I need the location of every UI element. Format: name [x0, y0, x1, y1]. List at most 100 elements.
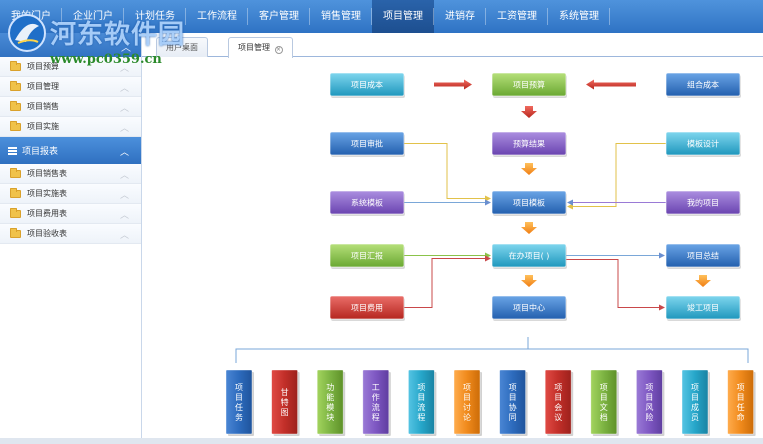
chevron-up-icon[interactable]: ︿ — [119, 148, 129, 158]
nav-item-plan-tasks[interactable]: 计划任务 — [124, 0, 186, 33]
module-bracket — [235, 337, 749, 363]
flow-node-label: 组合成本 — [687, 80, 719, 90]
flow-node-label: 项目审批 — [351, 139, 383, 149]
module-bar-6[interactable]: 项目协同 — [499, 369, 528, 436]
arrow-budget-down — [521, 106, 537, 118]
nav-item-sales[interactable]: 销售管理 — [310, 0, 372, 33]
folder-icon — [10, 187, 21, 198]
module-bar-label: 项目成员 — [691, 383, 699, 422]
flow-node-approval[interactable]: 项目审批 — [329, 131, 405, 157]
module-bar-8[interactable]: 项目文档 — [590, 369, 619, 436]
flow-node-budget[interactable]: 项目预算 — [491, 72, 567, 98]
module-bar-label: 项目任务 — [235, 383, 243, 422]
flow-node-template-design[interactable]: 模板设计 — [665, 131, 741, 157]
flow-node-label: 在办项目( ) — [509, 251, 550, 261]
sidebar-item-expense-report[interactable]: 项目费用表 ︿ — [0, 204, 141, 224]
caret-up-icon: ︿ — [119, 84, 129, 94]
sidebar-item-sales-report[interactable]: 项目销售表 ︿ — [0, 164, 141, 184]
nav-item-customer[interactable]: 客户管理 — [248, 0, 310, 33]
flow-node-project-template[interactable]: 项目模板 — [491, 190, 567, 216]
sidebar-item-label: 项目预算 — [27, 62, 59, 71]
flow-node-summary[interactable]: 项目总结 — [665, 243, 741, 269]
nav-item-project[interactable]: 项目管理 — [372, 0, 434, 33]
tab-label: 项目管理 — [238, 43, 270, 52]
flow-node-label: 项目汇报 — [351, 251, 383, 261]
nav-item-inventory[interactable]: 进销存 — [434, 0, 486, 33]
flow-node-in-progress[interactable]: 在办项目( ) — [491, 243, 567, 269]
nav-item-my-portal[interactable]: 我的门户 — [0, 0, 62, 33]
nav-item-payroll[interactable]: 工资管理 — [486, 0, 548, 33]
list-icon — [8, 146, 17, 155]
module-bar-5[interactable]: 项目讨论 — [453, 369, 482, 436]
module-bar-label: 项目会议 — [554, 383, 562, 422]
flow-node-cost[interactable]: 项目成本 — [329, 72, 405, 98]
module-bar-label: 项目讨论 — [463, 383, 471, 422]
folder-icon — [10, 167, 21, 178]
module-bar-0[interactable]: 项目任务 — [225, 369, 254, 436]
module-bar-4[interactable]: 项目流程 — [407, 369, 437, 436]
sidebar-item-label: 项目费用表 — [27, 209, 67, 218]
flow-connectors — [235, 143, 749, 363]
arrow-template-down — [521, 222, 537, 234]
module-bar-label: 项目任命 — [737, 383, 745, 422]
module-bar-9[interactable]: 项目风险 — [635, 369, 665, 436]
module-bar-label: 项目风险 — [645, 383, 653, 422]
sidebar-item-implementation-report[interactable]: 项目实施表 ︿ — [0, 184, 141, 204]
connector-template-design — [567, 143, 666, 210]
flow-node-label: 模板设计 — [687, 139, 719, 149]
arrow-summary-down — [695, 275, 711, 287]
module-bar-label: 项目流程 — [417, 383, 425, 422]
sidebar-item-label: 项目管理 — [27, 82, 59, 91]
sidebar-item-implementation[interactable]: 项目实施 ︿ — [0, 117, 141, 137]
sidebar-section-reports[interactable]: 项目报表 ︿ — [0, 137, 141, 164]
nav-item-workflow[interactable]: 工作流程 — [186, 0, 248, 33]
caret-up-icon: ︿ — [119, 211, 129, 221]
tab-project-management[interactable]: 项目管理 × — [228, 37, 293, 58]
sidebar-item-budget[interactable]: 项目预算 ︿ — [0, 57, 141, 77]
tab-label: 用户桌面 — [166, 43, 198, 52]
flow-node-budget-result[interactable]: 预算结果 — [491, 131, 567, 157]
tab-user-desktop[interactable]: 用户桌面 — [156, 37, 208, 57]
flow-arrows — [434, 79, 711, 287]
sidebar-item-acceptance-report[interactable]: 项目验收表 ︿ — [0, 224, 141, 244]
module-bar-10[interactable]: 项目成员 — [681, 369, 710, 436]
caret-up-icon: ︿ — [119, 104, 129, 114]
sidebar-item-management[interactable]: 项目管理 ︿ — [0, 77, 141, 97]
flow-node-report[interactable]: 项目汇报 — [329, 243, 405, 269]
module-bar-3[interactable]: 工作流程 — [362, 369, 391, 436]
module-bar-label: 项目文档 — [600, 383, 608, 422]
folder-icon — [10, 120, 21, 131]
sidebar-item-sales[interactable]: 项目销售 ︿ — [0, 97, 141, 117]
flow-node-completed[interactable]: 竣工项目 — [665, 295, 741, 321]
flow-node-label: 预算结果 — [513, 139, 545, 149]
top-nav: 我的门户 企业门户 计划任务 工作流程 客户管理 销售管理 项目管理 进销存 工… — [0, 0, 763, 33]
flow-node-label: 项目预算 — [513, 80, 545, 90]
module-bar-label: 甘特图 — [281, 387, 289, 417]
flow-node-contract-cost[interactable]: 组合成本 — [665, 72, 741, 98]
flow-node-expense[interactable]: 项目费用 — [329, 295, 405, 321]
content-area: 项目成本 项目预算 组合成本项目审批 预算结果 模板设计系统模板 项目模板 我的项目项目汇报… — [142, 57, 763, 444]
sidebar-item-label: 项目实施 — [27, 122, 59, 131]
sidebar-section-label: 项目报表 — [22, 147, 59, 157]
sidebar-item-label: 项目验收表 — [27, 229, 67, 238]
module-bar-11[interactable]: 项目任命 — [727, 369, 756, 436]
flow-node-my-project[interactable]: 我的项目 — [665, 190, 741, 216]
sidebar-item-label: 项目销售表 — [27, 169, 67, 178]
module-bar-1[interactable]: 甘特图 — [271, 369, 300, 436]
nav-item-system[interactable]: 系统管理 — [548, 0, 610, 33]
sidebar-header[interactable]: ︿ — [0, 33, 141, 57]
close-icon[interactable]: × — [274, 46, 283, 54]
caret-up-icon: ︿ — [119, 191, 129, 201]
flow-node-center[interactable]: 项目中心 — [491, 295, 567, 321]
module-bar-2[interactable]: 功能模块 — [316, 369, 346, 436]
flow-node-system-template[interactable]: 系统模板 — [329, 190, 405, 216]
arrow-contract-to-budget — [586, 79, 636, 90]
nav-item-enterprise-portal[interactable]: 企业门户 — [62, 0, 124, 33]
module-bar-7[interactable]: 项目会议 — [544, 369, 574, 436]
arrow-result-down — [521, 163, 537, 175]
chevron-up-icon[interactable]: ︿ — [121, 43, 131, 54]
flow-node-label: 系统模板 — [351, 198, 383, 208]
